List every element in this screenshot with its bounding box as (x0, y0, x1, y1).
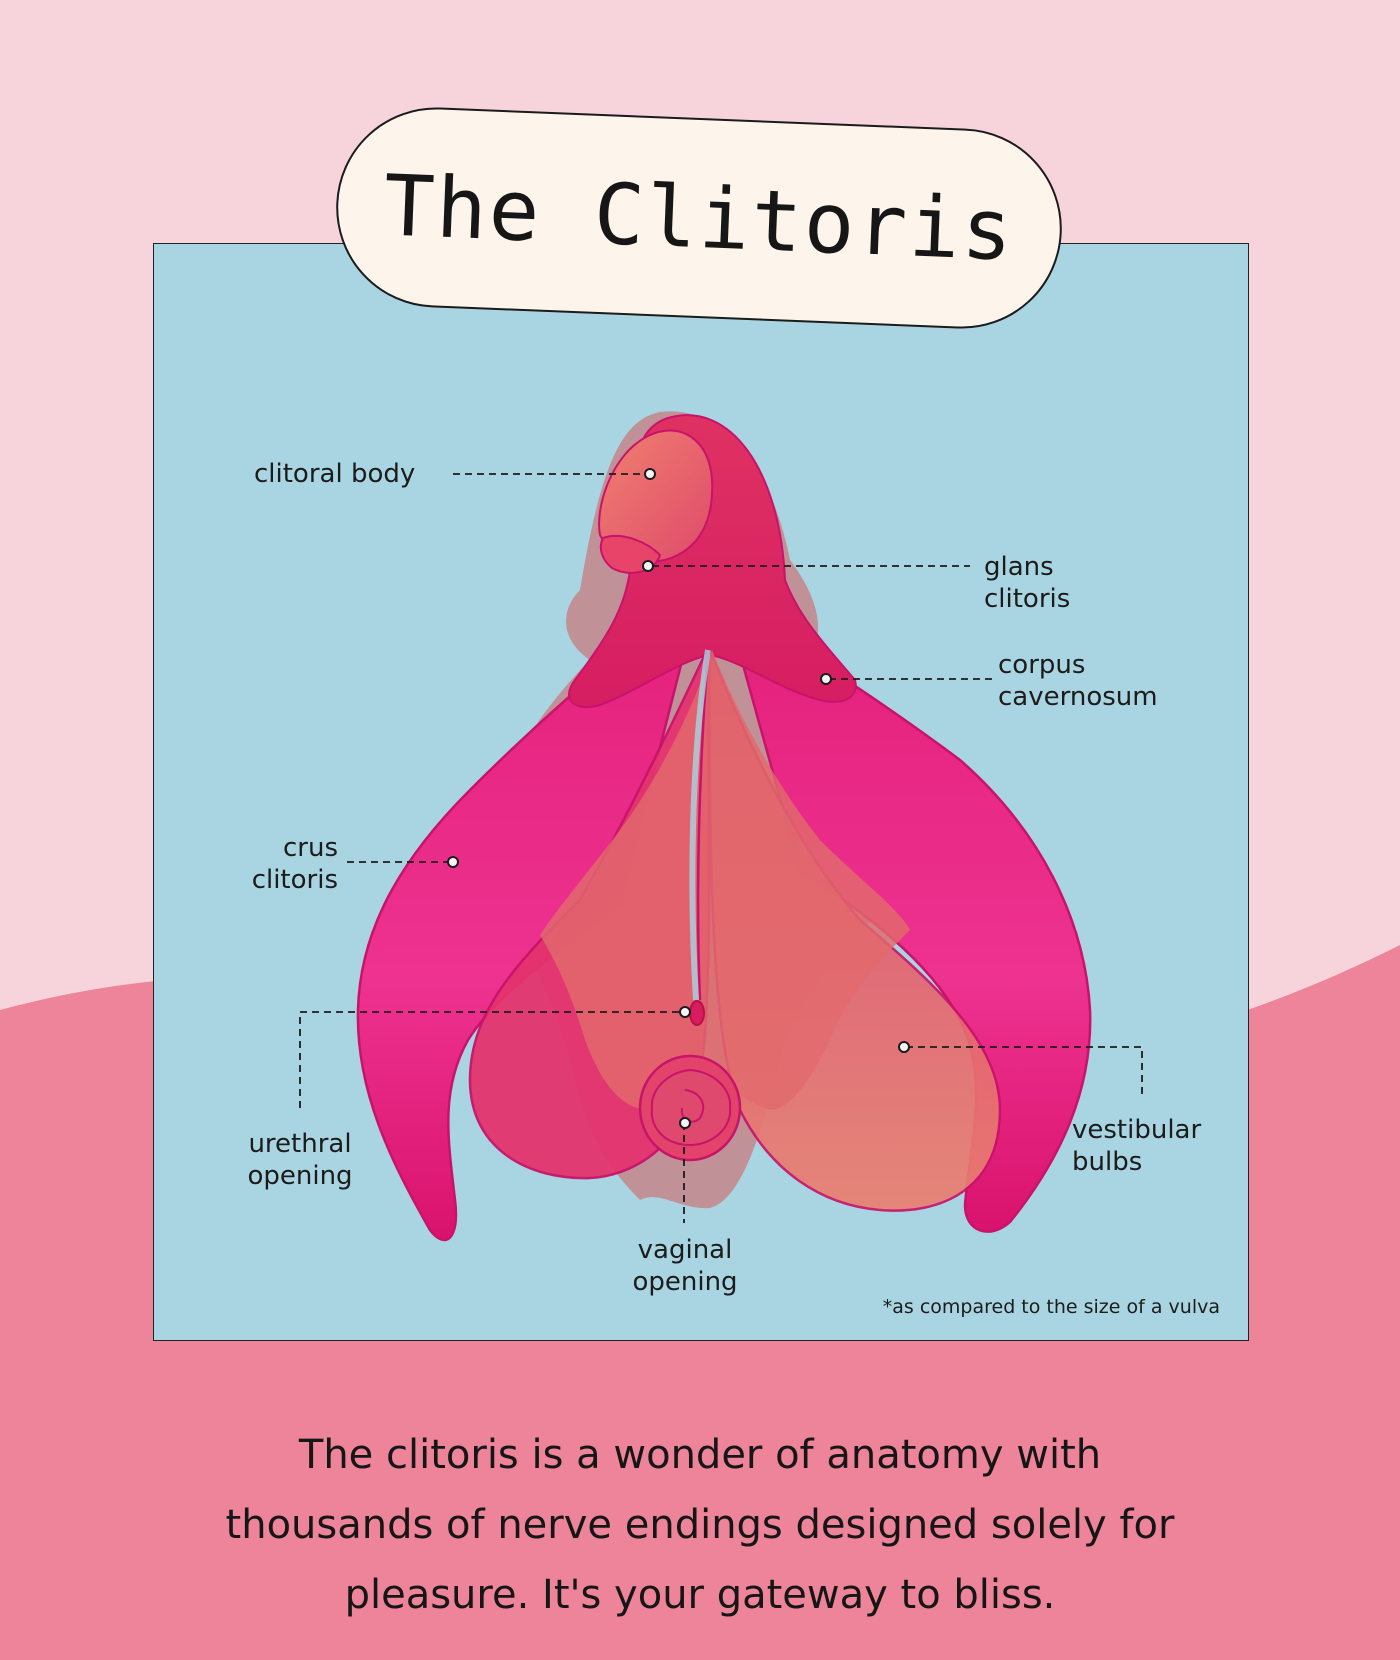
vaginal-opening-inner (650, 1068, 732, 1147)
midline (696, 649, 710, 1001)
label-glans-clitoris: glans clitoris (984, 552, 1071, 614)
title-badge: The Clitoris (332, 103, 1066, 333)
urethral-opening-shape (689, 1000, 705, 1026)
label-vestibular-bulbs: vestibular bulbs (1072, 1115, 1202, 1177)
label-urethral-opening: urethral opening (247, 1129, 353, 1191)
footnote: *as compared to the size of a vulva (882, 1296, 1220, 1318)
caption-line: pleasure. It's your gateway to bliss. (344, 1572, 1056, 1618)
label-clitoral-body: clitoral body (254, 459, 416, 489)
caption-line: thousands of nerve endings designed sole… (225, 1502, 1175, 1548)
label-crus-clitoris: crus clitoris (251, 833, 338, 895)
caption: The clitoris is a wonder of anatomy with… (100, 1420, 1300, 1630)
vulva-inner (540, 650, 910, 1110)
caption-line: The clitoris is a wonder of anatomy with (298, 1432, 1102, 1478)
crus-left (356, 586, 703, 1242)
label-corpus-cavernosum: corpus cavernosum (998, 650, 1158, 712)
label-vaginal-opening: vaginal opening (632, 1235, 738, 1297)
page-title: The Clitoris (381, 156, 1017, 280)
glans-clitoris (598, 429, 714, 563)
midline-left (689, 649, 711, 1001)
